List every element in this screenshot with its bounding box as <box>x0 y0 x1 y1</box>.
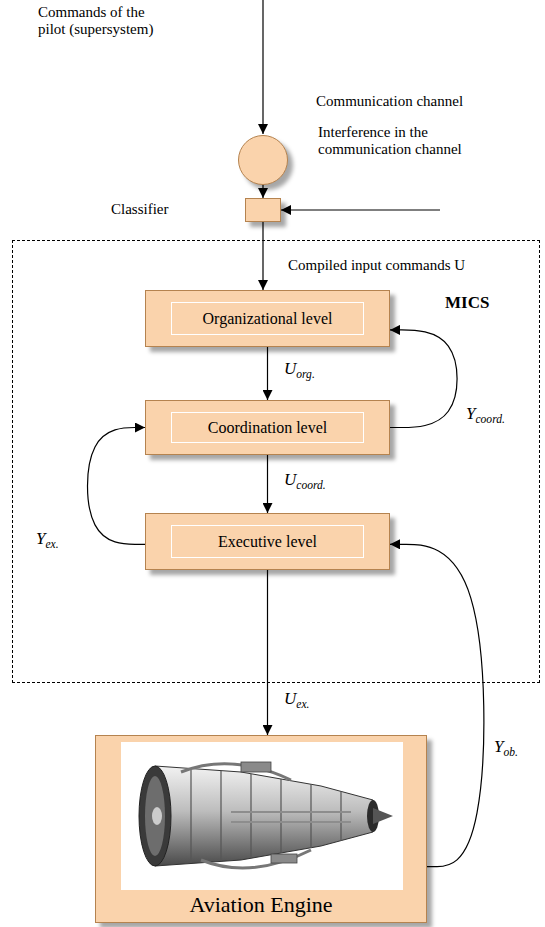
signal-symbol: Y <box>494 737 503 756</box>
engine-illustration <box>121 742 403 890</box>
classifier-box: Classifier <box>245 198 281 222</box>
signal-arrow <box>262 185 263 198</box>
engine-drawing <box>181 764 291 780</box>
engine-drawing <box>201 850 311 868</box>
engine-drawing <box>191 769 341 863</box>
signal-arrow <box>267 570 268 735</box>
signal-symbol: Y <box>36 529 45 548</box>
engine-drawing <box>121 742 403 890</box>
engine-drawing <box>373 808 393 824</box>
engine-name: Aviation Engine <box>96 892 426 917</box>
level-box: Organizational level <box>145 290 390 347</box>
signal-label: Uorg. <box>284 360 315 382</box>
classifier-label: Classifier <box>111 201 169 218</box>
signal-label: Yob. <box>494 738 518 760</box>
system-boundary: MICS Organizational levelCoordination lev… <box>12 240 540 683</box>
signal-arrow <box>267 455 268 513</box>
signal-arrow <box>262 222 263 290</box>
signal-index: org. <box>296 368 315 381</box>
signal-label: Ucoord. <box>284 471 326 493</box>
signal-index: coord. <box>475 413 504 426</box>
engine-drawing <box>152 807 162 825</box>
signal-arrow <box>267 347 268 400</box>
input-note: Commands of the pilot (supersystem) <box>38 4 170 39</box>
signal-label: Yex. <box>36 530 59 552</box>
level-box: Executive level <box>145 513 390 570</box>
engine-drawing <box>231 812 351 822</box>
signal-symbol: U <box>284 359 296 378</box>
level-name: Coordination level <box>208 418 328 436</box>
command-arrow <box>262 0 263 134</box>
interference-arrow <box>281 209 440 210</box>
level-name: Organizational level <box>203 309 333 327</box>
system-name: MICS <box>445 293 489 313</box>
channel-circle: Communication channel <box>238 135 288 185</box>
interference-note: Interference in the communication channe… <box>318 124 483 159</box>
channel-label: Communication channel <box>316 93 463 110</box>
engine-drawing <box>145 776 165 856</box>
signal-index: coord. <box>296 479 325 492</box>
feedback-arrow <box>88 428 146 545</box>
signal-label: Compiled input commands U <box>288 257 465 274</box>
signal-label: Uex. <box>284 690 309 712</box>
signal-index: ex. <box>45 538 58 551</box>
feedback-arrow <box>390 330 457 428</box>
level-box: Coordination level <box>145 400 390 455</box>
signal-index: ob. <box>503 746 517 759</box>
signal-symbol: Y <box>466 404 475 423</box>
engine-drawing <box>241 762 271 772</box>
signal-label: Ycoord. <box>466 405 505 427</box>
level-name: Executive level <box>218 532 317 550</box>
signal-symbol: U <box>284 470 296 489</box>
engine-drawing <box>139 766 171 866</box>
signal-index: ex. <box>296 698 309 711</box>
engine-drawing <box>155 766 373 866</box>
engine-box: Aviation Engine <box>95 735 427 923</box>
engine-drawing <box>271 854 297 863</box>
signal-symbol: U <box>284 689 296 708</box>
